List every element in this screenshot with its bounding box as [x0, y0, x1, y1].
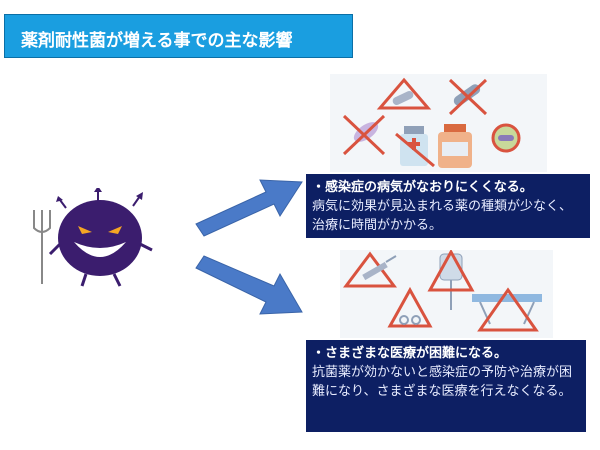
page-title: 薬剤耐性菌が増える事での主な影響	[21, 31, 293, 51]
title-banner: 薬剤耐性菌が増える事での主な影響	[4, 14, 353, 58]
effect-body-1: 病気に効果が見込まれる薬の種類が少なく、治療に時間がかかる。	[312, 199, 573, 233]
medical-equipment-icons	[340, 250, 553, 338]
effect-box-2: ・さまざまな医療が困難になる。 抗菌薬が効かないと感染症の予防や治療が困難になり…	[306, 340, 586, 432]
pitchfork-icon	[33, 210, 51, 284]
arrow-down-right	[188, 252, 306, 324]
effect-title-2: ・さまざまな医療が困難になる。	[312, 346, 508, 361]
medicine-icons	[330, 74, 547, 172]
effect-box-1: ・感染症の病気がなおりにくくなる。 病気に効果が見込まれる薬の種類が少なく、治療…	[306, 174, 590, 238]
effect-body-2: 抗菌薬が効かないと感染症の予防や治療が困難になり、さまざまな医療を行えなくなる。	[312, 365, 573, 399]
effect-title-1: ・感染症の病気がなおりにくくなる。	[312, 180, 533, 195]
germ-character	[28, 188, 178, 298]
arrow-up-right	[188, 168, 306, 238]
